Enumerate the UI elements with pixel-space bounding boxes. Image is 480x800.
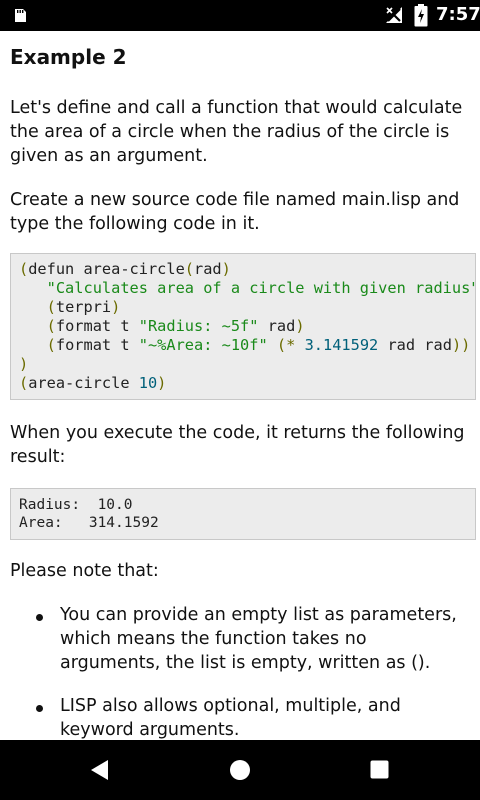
home-icon[interactable] [229, 759, 251, 781]
code-line: (format t "~%Area: ~10f" (* 3.141592 rad… [46, 336, 471, 354]
code-line: (terpri) [46, 298, 121, 316]
battery-icon [414, 4, 428, 27]
bullet-dot [36, 705, 43, 712]
list-item: You can provide an empty list as paramet… [60, 605, 457, 673]
intro-paragraph: Let's define and call a function that wo… [10, 98, 463, 166]
recents-icon[interactable] [370, 760, 389, 779]
navigation-bar [0, 740, 480, 800]
signal-icon [386, 7, 402, 23]
sd-card-icon [15, 9, 26, 22]
back-icon[interactable] [90, 759, 110, 781]
code-line: (format t "Radius: ~5f" rad) [46, 317, 305, 335]
page-title: Example 2 [10, 45, 127, 69]
list-item: LISP also allows optional, multiple, and… [60, 696, 401, 740]
code-line: (defun area-circle(rad) [19, 260, 231, 278]
code-line: (area-circle 10) [19, 374, 167, 392]
code-line: "Calculates area of a circle with given … [46, 279, 476, 297]
code-line: ) [19, 355, 29, 373]
bullet-dot [36, 614, 43, 621]
article-content[interactable]: Example 2 Let's define and call a functi… [0, 31, 480, 740]
status-bar: 7:57 [0, 0, 480, 31]
code-block[interactable]: (defun area-circle(rad) "Calculates area… [10, 253, 476, 400]
instruction-paragraph: Create a new source code file named main… [10, 190, 460, 234]
result-block[interactable]: Radius: 10.0 Area: 314.1592 [10, 488, 476, 540]
note-intro-paragraph: Please note that: [10, 561, 159, 581]
result-intro-paragraph: When you execute the code, it returns th… [10, 423, 465, 467]
result-line: Radius: 10.0 [19, 497, 133, 513]
status-time: 7:57 [436, 4, 480, 25]
result-line: Area: 314.1592 [19, 515, 159, 531]
